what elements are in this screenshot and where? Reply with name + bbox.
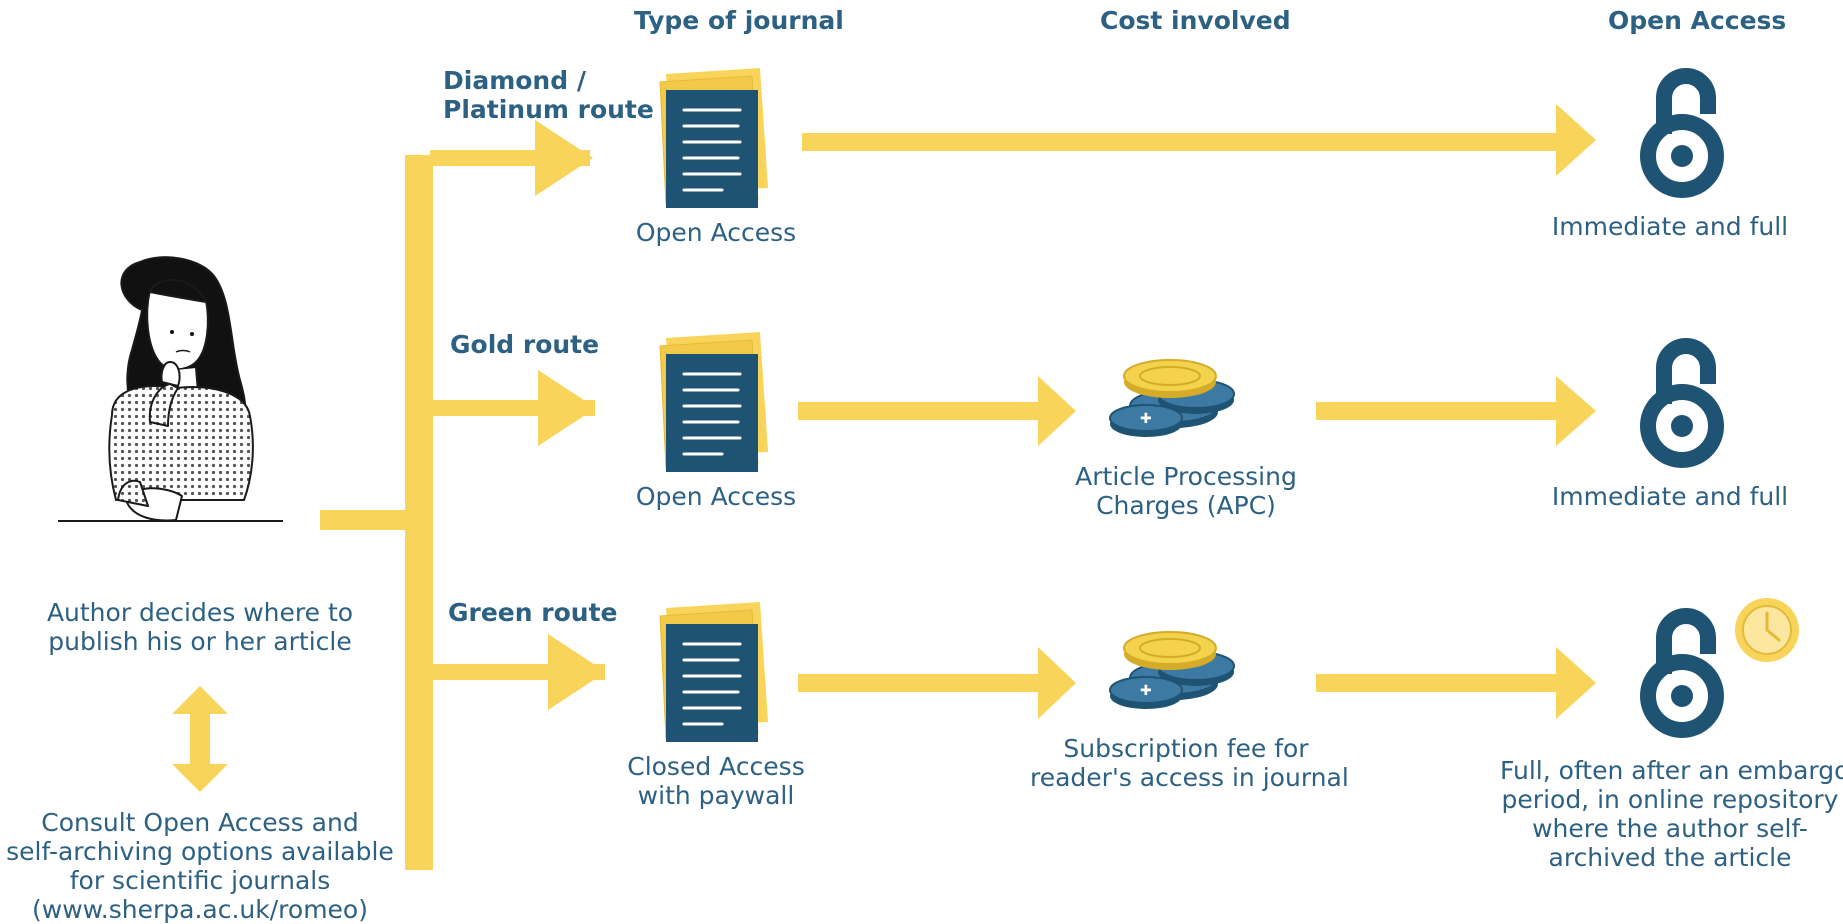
- arrow-gold-to-access: [1316, 376, 1596, 446]
- author-illustration: [108, 256, 254, 522]
- access-label-green: Full, often after an embargo period, in …: [1500, 756, 1843, 872]
- journal-label-line: Closed Access: [627, 752, 805, 781]
- cost-label-line: Article Processing: [1075, 462, 1297, 491]
- journal-label-diamond: Open Access: [600, 218, 832, 247]
- journal-label-green: Closed Access with paywall: [600, 752, 832, 810]
- journal-label-line: with paywall: [637, 781, 795, 810]
- cost-label-line: Charges (APC): [1096, 491, 1276, 520]
- author-caption: Author decides where to publish his or h…: [20, 598, 380, 656]
- access-label-gold: Immediate and full: [1500, 482, 1840, 511]
- author-caption-line: Author decides where to: [46, 598, 354, 627]
- access-label-line: archived the article: [1548, 843, 1792, 872]
- arrowhead-diamond: [535, 120, 593, 196]
- cost-label-green: Subscription fee for reader's access in …: [1030, 734, 1349, 792]
- consult-caption-line: (www.sherpa.ac.uk/romeo): [32, 895, 368, 924]
- coins-icon: ✚: [1109, 359, 1235, 437]
- access-label-line: where the author self-: [1532, 814, 1808, 843]
- arrowhead-gold: [538, 370, 596, 446]
- cost-label-line: Subscription fee for: [1063, 734, 1309, 763]
- journal-document-icon: [659, 68, 768, 208]
- consult-caption-line: self-archiving options available: [6, 837, 394, 866]
- clock-icon: [1735, 598, 1799, 662]
- header-journal-type: Type of journal: [634, 6, 844, 35]
- access-label-line: Full, often after an embargo: [1500, 756, 1843, 785]
- consult-caption-line: for scientific journals: [69, 866, 331, 895]
- journal-label-gold: Open Access: [600, 482, 832, 511]
- arrow-gold-to-cost: [798, 376, 1076, 446]
- open-access-lock-icon: [1640, 608, 1724, 738]
- route-name-diamond: Diamond / Platinum route: [443, 66, 654, 124]
- route-name-line: Diamond /: [443, 66, 586, 95]
- cost-label-line: reader's access in journal: [1030, 763, 1349, 792]
- arrow-green-to-cost: [798, 647, 1076, 719]
- route-name-gold: Gold route: [450, 330, 599, 359]
- access-label-line: Immediate and full: [1551, 212, 1789, 241]
- consult-caption: Consult Open Access and self-archiving o…: [6, 808, 394, 924]
- consult-double-arrow: [172, 686, 228, 792]
- route-name-line: Green route: [448, 598, 618, 627]
- route-name-green: Green route: [448, 598, 617, 627]
- access-label-diamond: Immediate and full: [1500, 212, 1840, 241]
- svg-text:✚: ✚: [1140, 411, 1152, 427]
- journal-label-line: Open Access: [635, 482, 797, 511]
- route-name-line: Platinum route: [443, 95, 654, 124]
- cost-label-gold: Article Processing Charges (APC): [1030, 462, 1342, 520]
- route-connectors: [320, 120, 606, 870]
- author-caption-line: publish his or her article: [48, 627, 352, 656]
- access-label-line: Immediate and full: [1551, 482, 1789, 511]
- svg-text:✚: ✚: [1140, 683, 1152, 699]
- journal-document-icon: [659, 602, 768, 742]
- arrow-diamond-to-access: [802, 104, 1596, 176]
- open-access-lock-icon: [1640, 338, 1724, 468]
- open-access-lock-icon: [1640, 68, 1724, 198]
- header-cost: Cost involved: [1100, 6, 1291, 35]
- journal-document-icon: [659, 332, 768, 472]
- access-label-line: period, in online repository: [1501, 785, 1839, 814]
- coins-icon: ✚: [1109, 631, 1235, 709]
- arrowhead-green: [548, 634, 606, 710]
- header-open-access: Open Access: [1608, 6, 1787, 35]
- route-name-line: Gold route: [450, 330, 600, 359]
- journal-label-line: Open Access: [635, 218, 797, 247]
- consult-caption-line: Consult Open Access and: [41, 808, 359, 837]
- arrow-green-to-access: [1316, 647, 1596, 719]
